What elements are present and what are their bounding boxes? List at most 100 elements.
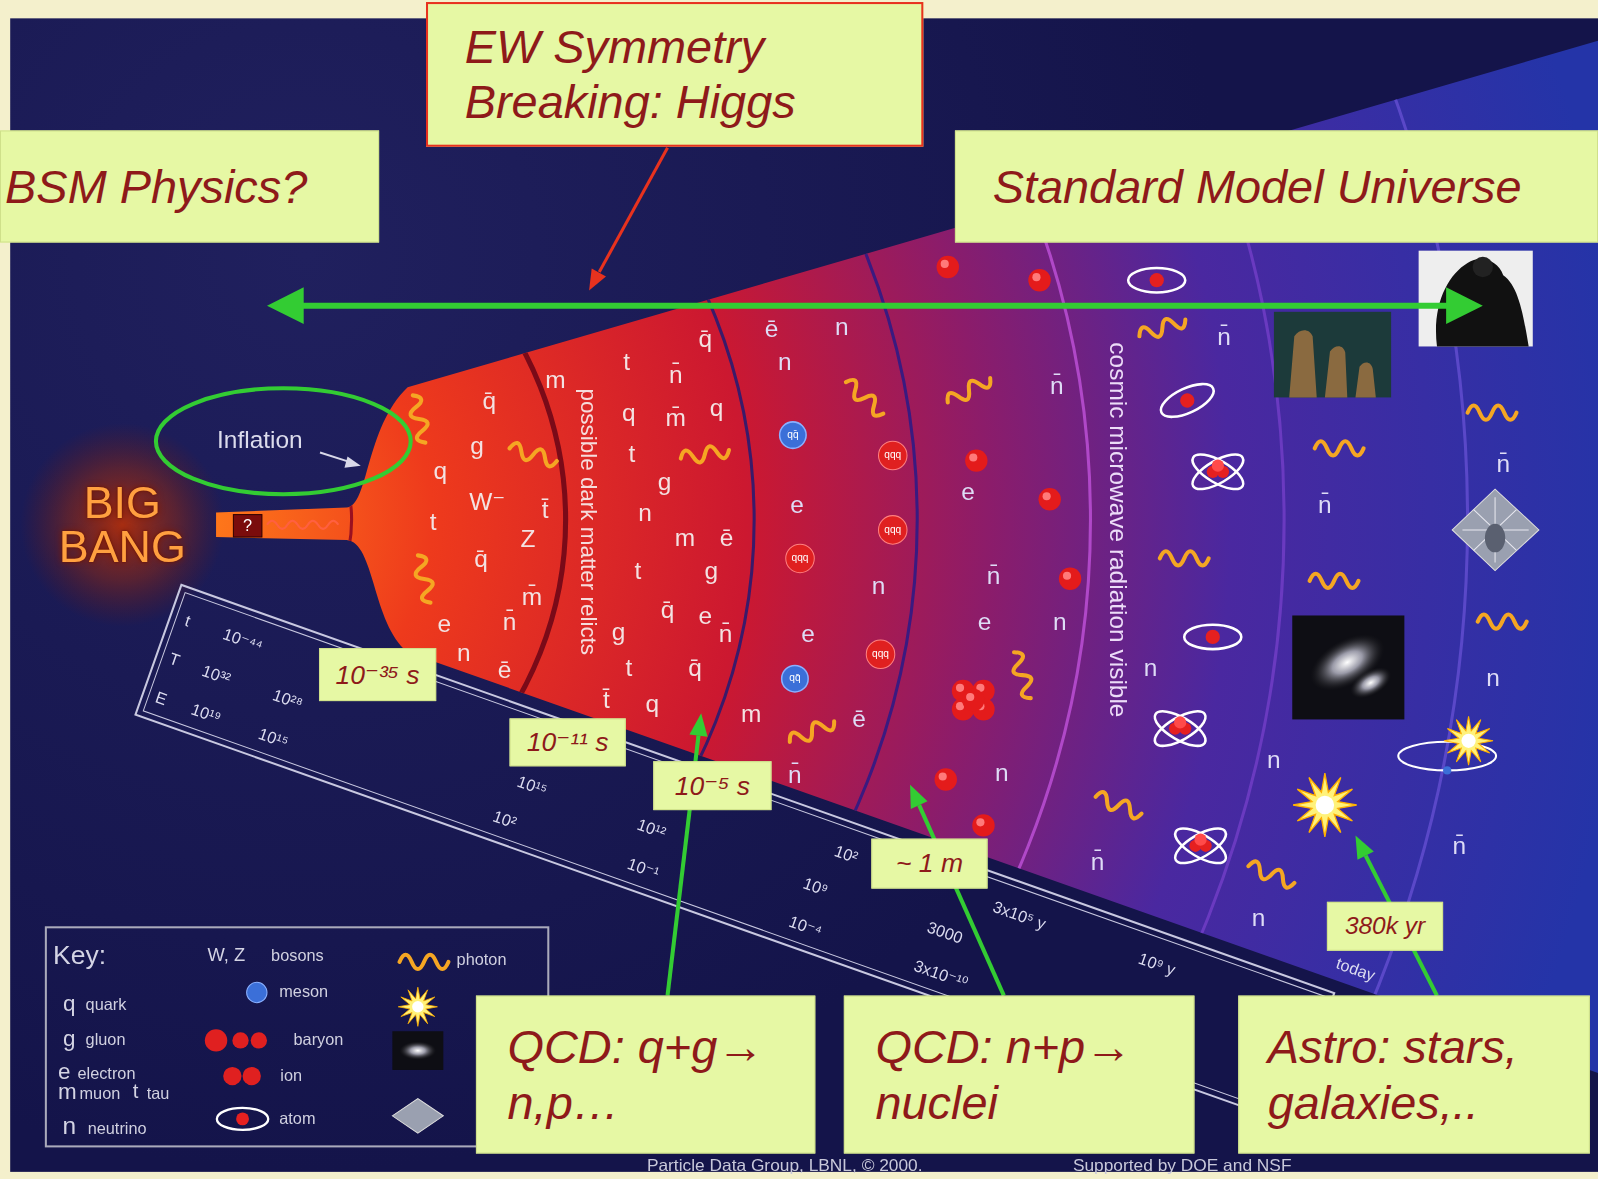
art-rect [46, 927, 548, 1146]
art-use [1468, 406, 1517, 420]
art-circle [1443, 766, 1451, 774]
art-use [972, 814, 994, 836]
art-circle [223, 1067, 241, 1085]
particle-symbol: n [638, 500, 652, 526]
art-circle [232, 1032, 248, 1048]
art-use [1188, 448, 1249, 496]
particle-symbol: t̄ [603, 686, 610, 712]
particle-symbol: m [545, 366, 565, 392]
callout-box: EW Symmetry Breaking: Higgs [426, 2, 923, 147]
particle-symbol: g [470, 432, 484, 458]
callout-box: QCD: n+p→ nuclei [844, 996, 1195, 1154]
particle-symbol: n̄ [987, 563, 1001, 589]
callout-box: Astro: stars, galaxies,.. [1238, 996, 1590, 1154]
art-line [320, 452, 349, 461]
art-circle [0, 158, 566, 882]
legend-label: bosons [271, 947, 324, 964]
quark-content: qq̄ [787, 430, 798, 441]
particle-symbol: n [1267, 746, 1281, 772]
legend-label: electron [77, 1065, 135, 1082]
art-use [1150, 705, 1211, 753]
art-use [787, 715, 837, 749]
art-line [296, 303, 1453, 309]
art-circle [0, 0, 754, 1070]
time-label: 10⁻⁵ s [653, 761, 771, 810]
particle-symbol: n̄ [719, 621, 733, 647]
particle-symbol: t [635, 558, 642, 584]
art-use [962, 689, 984, 711]
art-use [1137, 313, 1188, 343]
art-use [1293, 773, 1357, 837]
quark-content: qq̄ [789, 673, 800, 684]
key-symbol: g [63, 1027, 75, 1051]
legend-label: quark [86, 997, 127, 1014]
art-polygon [267, 287, 304, 324]
art-polygon [1355, 836, 1373, 860]
callout-text: Astro: stars, galaxies,.. [1268, 1019, 1583, 1130]
art-rect [1292, 615, 1404, 719]
inflation-label: Inflation [217, 426, 303, 452]
art-use [1444, 716, 1493, 765]
particle-symbol: n̄ [669, 361, 683, 387]
art-circle [251, 1032, 267, 1048]
art-circle [866, 640, 895, 669]
particle-symbol: n [1486, 665, 1500, 691]
legend-label: ion [280, 1068, 302, 1085]
art-path [392, 1098, 443, 1133]
art-ellipse [1485, 524, 1505, 553]
art-use [411, 554, 437, 605]
art-use [1170, 822, 1231, 870]
art-use [1059, 568, 1081, 590]
legend-label: neutrino [88, 1121, 147, 1138]
legend-label: baryon [294, 1032, 344, 1049]
art-use [944, 372, 993, 409]
art-circle [878, 441, 907, 470]
art-path [1452, 489, 1539, 571]
art-use [406, 394, 432, 445]
art-line [599, 148, 667, 272]
art-use [965, 449, 987, 471]
particle-symbol: n̄ [1496, 451, 1510, 477]
particle-symbol: m̄ [522, 583, 542, 609]
particle-symbol: e [961, 478, 975, 504]
art-ellipse [156, 388, 411, 494]
quark-content: qqq [884, 450, 901, 461]
key-symbol: W, Z [207, 946, 245, 965]
callout-text: Standard Model Universe [993, 159, 1522, 214]
art-use [935, 768, 957, 790]
art-circle [243, 1067, 261, 1085]
callout-text: 10⁻¹¹ s [527, 727, 609, 758]
callout-text: QCD: n+p→ nuclei [875, 1019, 1187, 1130]
callout-text: QCD: q+g→ n,p… [508, 1019, 809, 1130]
key-symbol: q [63, 992, 75, 1016]
particle-symbol: n̄ [1453, 833, 1467, 859]
art-use [1160, 551, 1209, 565]
art-rect [1274, 312, 1391, 398]
particle-symbol: t [430, 509, 437, 535]
particle-symbol: q̄ [698, 325, 712, 351]
callout-box: Standard Model Universe [955, 130, 1598, 242]
art-use [680, 443, 731, 466]
art-use [1093, 790, 1144, 820]
unknown-mark: ? [243, 517, 252, 534]
particle-symbol: Z [520, 525, 535, 551]
quark-content: qqq [792, 553, 809, 564]
art-polygon [1446, 287, 1483, 324]
callout-box: QCD: q+g→ n,p… [476, 996, 815, 1154]
callout-text: EW Symmetry Breaking: Higgs [465, 19, 911, 130]
callout-box: BSM Physics? [0, 130, 379, 242]
particle-symbol: g [658, 468, 672, 494]
callout-text: 10⁻³⁵ s [336, 659, 420, 690]
particle-symbol: e [801, 621, 815, 647]
particle-symbol: t [623, 349, 630, 375]
particle-symbol: W⁻ [469, 489, 505, 515]
callout-text: 10⁻⁵ s [675, 770, 750, 801]
credit-line: Particle Data Group, LBNL, © 2000. [647, 1157, 923, 1175]
particle-symbol: e [438, 611, 452, 637]
art-use [841, 377, 888, 419]
particle-symbol: q̄ [661, 597, 675, 623]
art-use [1315, 441, 1364, 455]
particle-symbol: q̄ [688, 655, 702, 681]
legend-label: atom [279, 1110, 315, 1127]
